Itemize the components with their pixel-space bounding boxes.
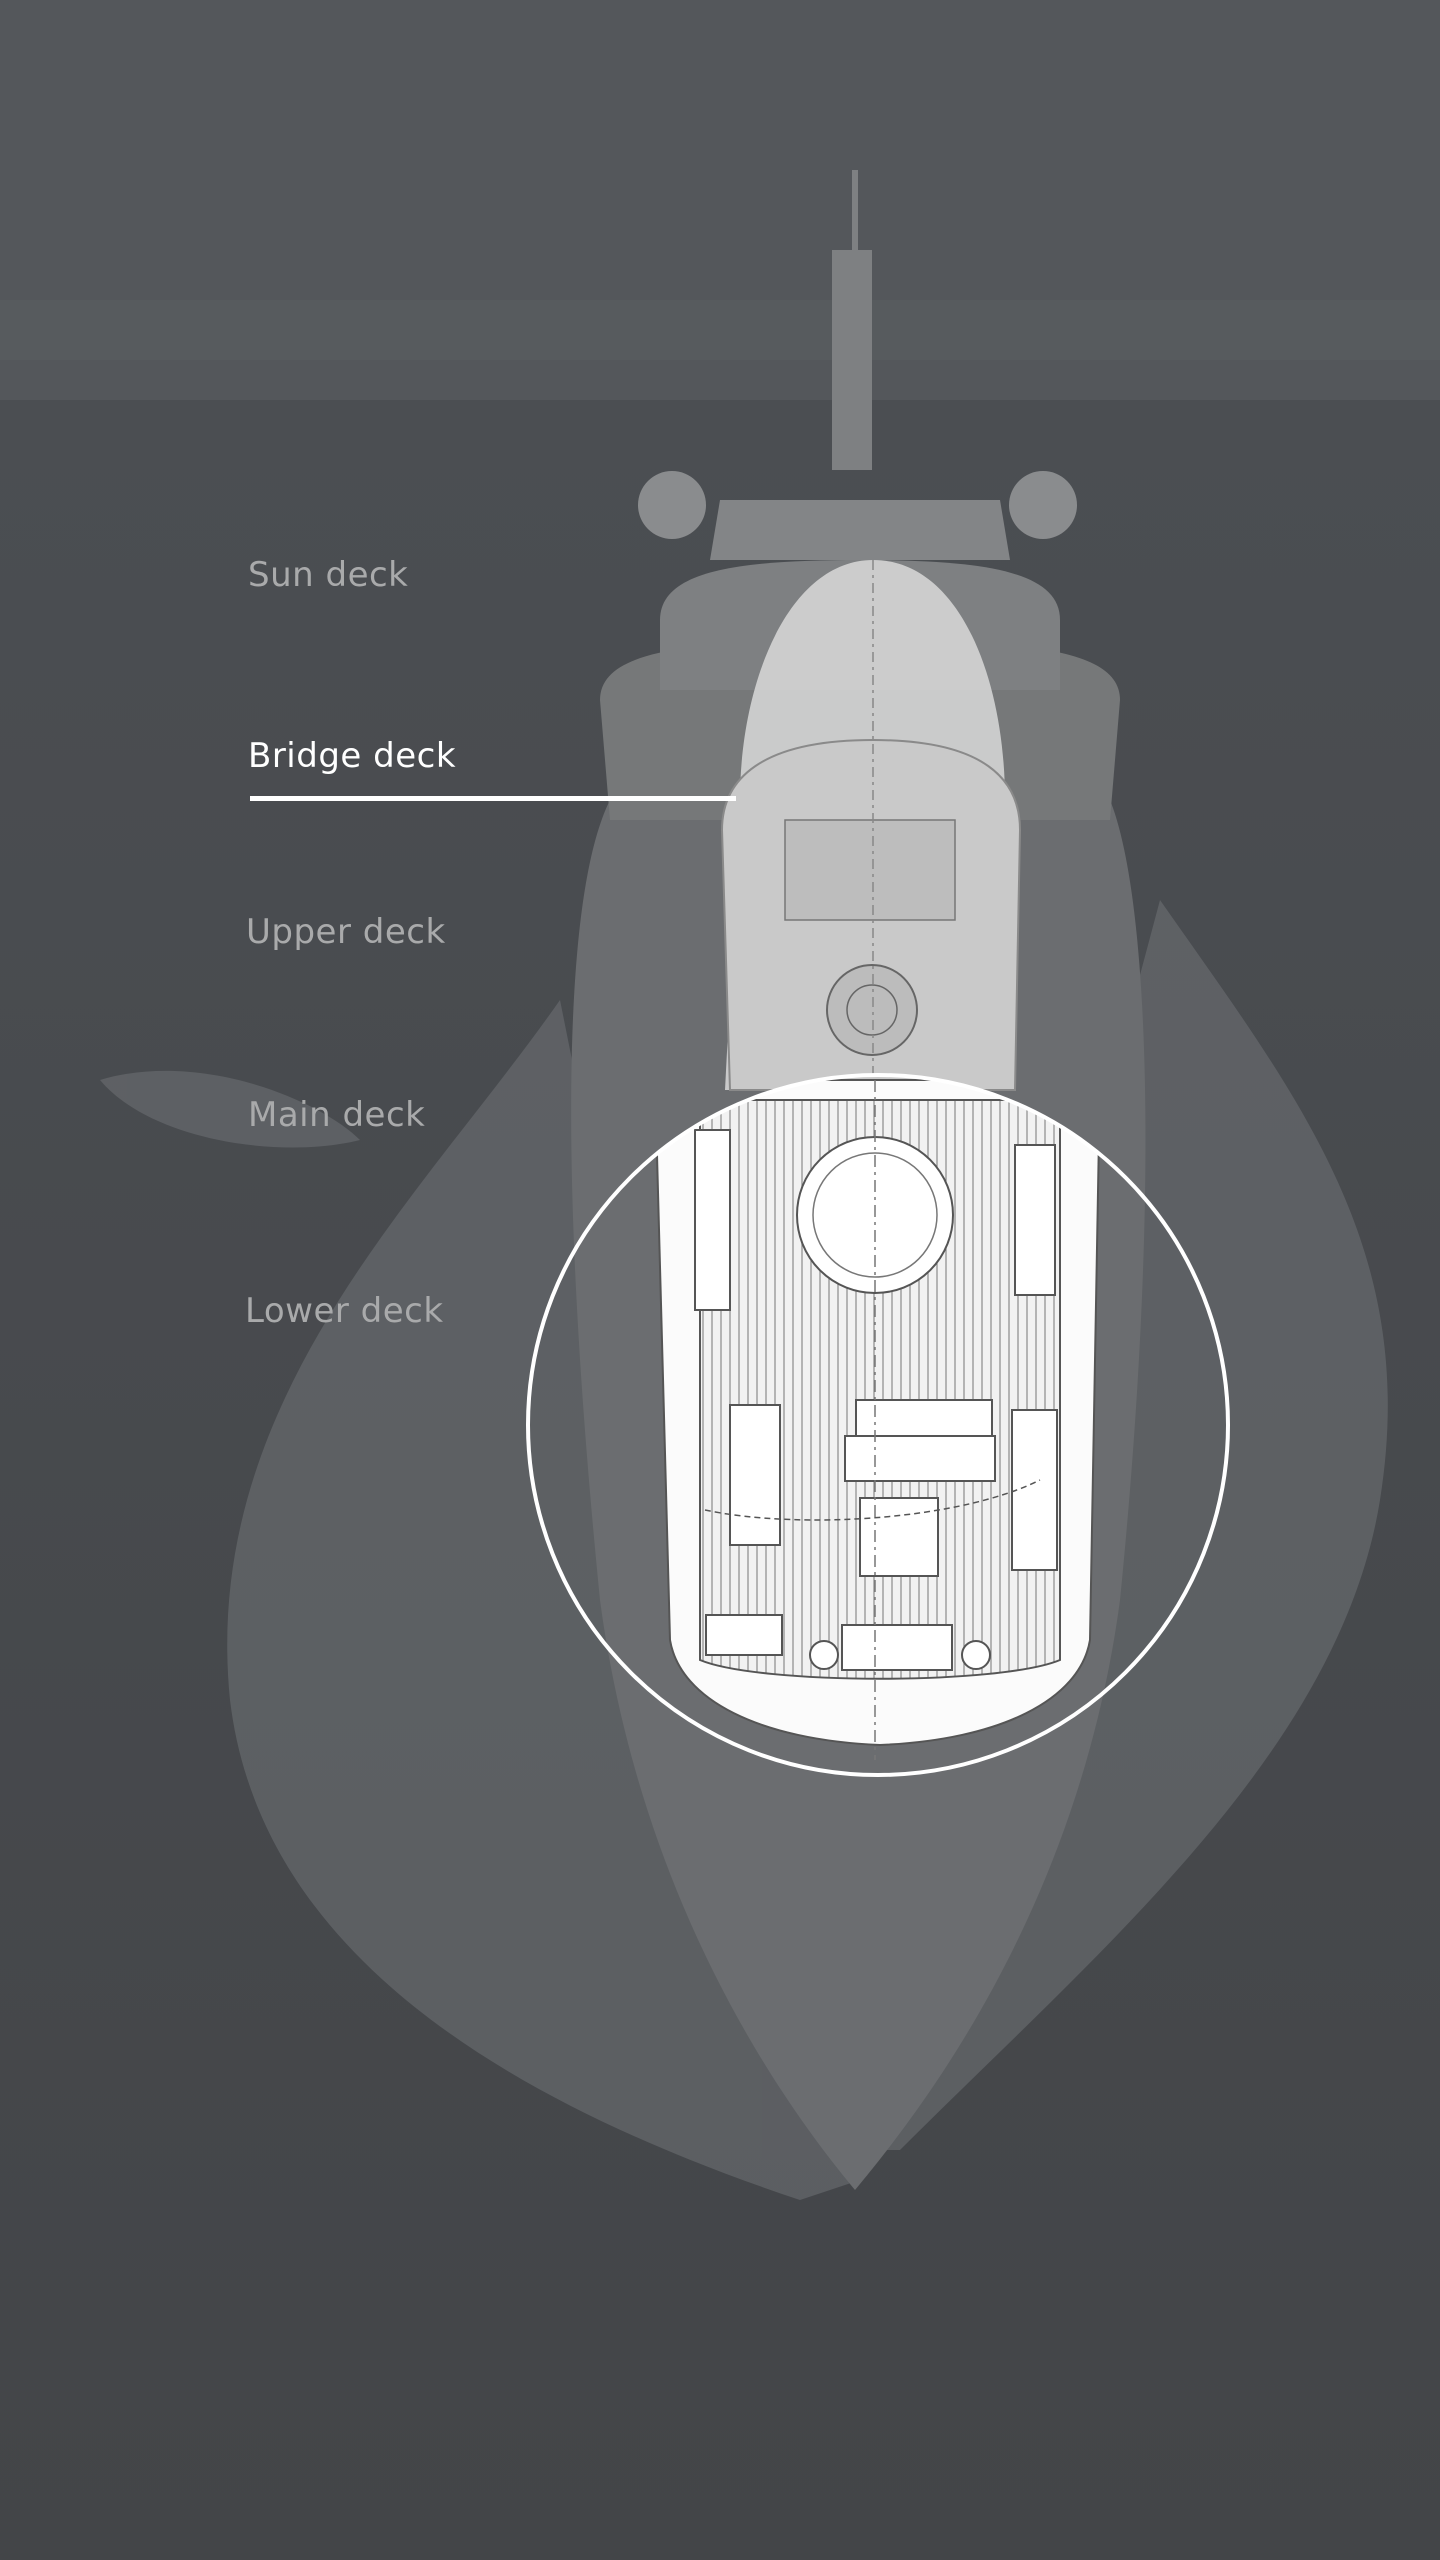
deck-tab-upper[interactable]: Upper deck — [246, 912, 446, 952]
deck-tab-bridge[interactable]: Bridge deck — [248, 736, 457, 776]
deck-tab-main[interactable]: Main deck — [248, 1095, 426, 1135]
deck-tab-lower[interactable]: Lower deck — [245, 1291, 444, 1331]
active-deck-indicator-line — [250, 796, 736, 801]
deck-tab-sun[interactable]: Sun deck — [248, 555, 409, 595]
main-deck-plan — [653, 1079, 1102, 1760]
bridge-deck-plan — [720, 560, 1022, 1091]
deck-focus-circle — [526, 1073, 1230, 1777]
